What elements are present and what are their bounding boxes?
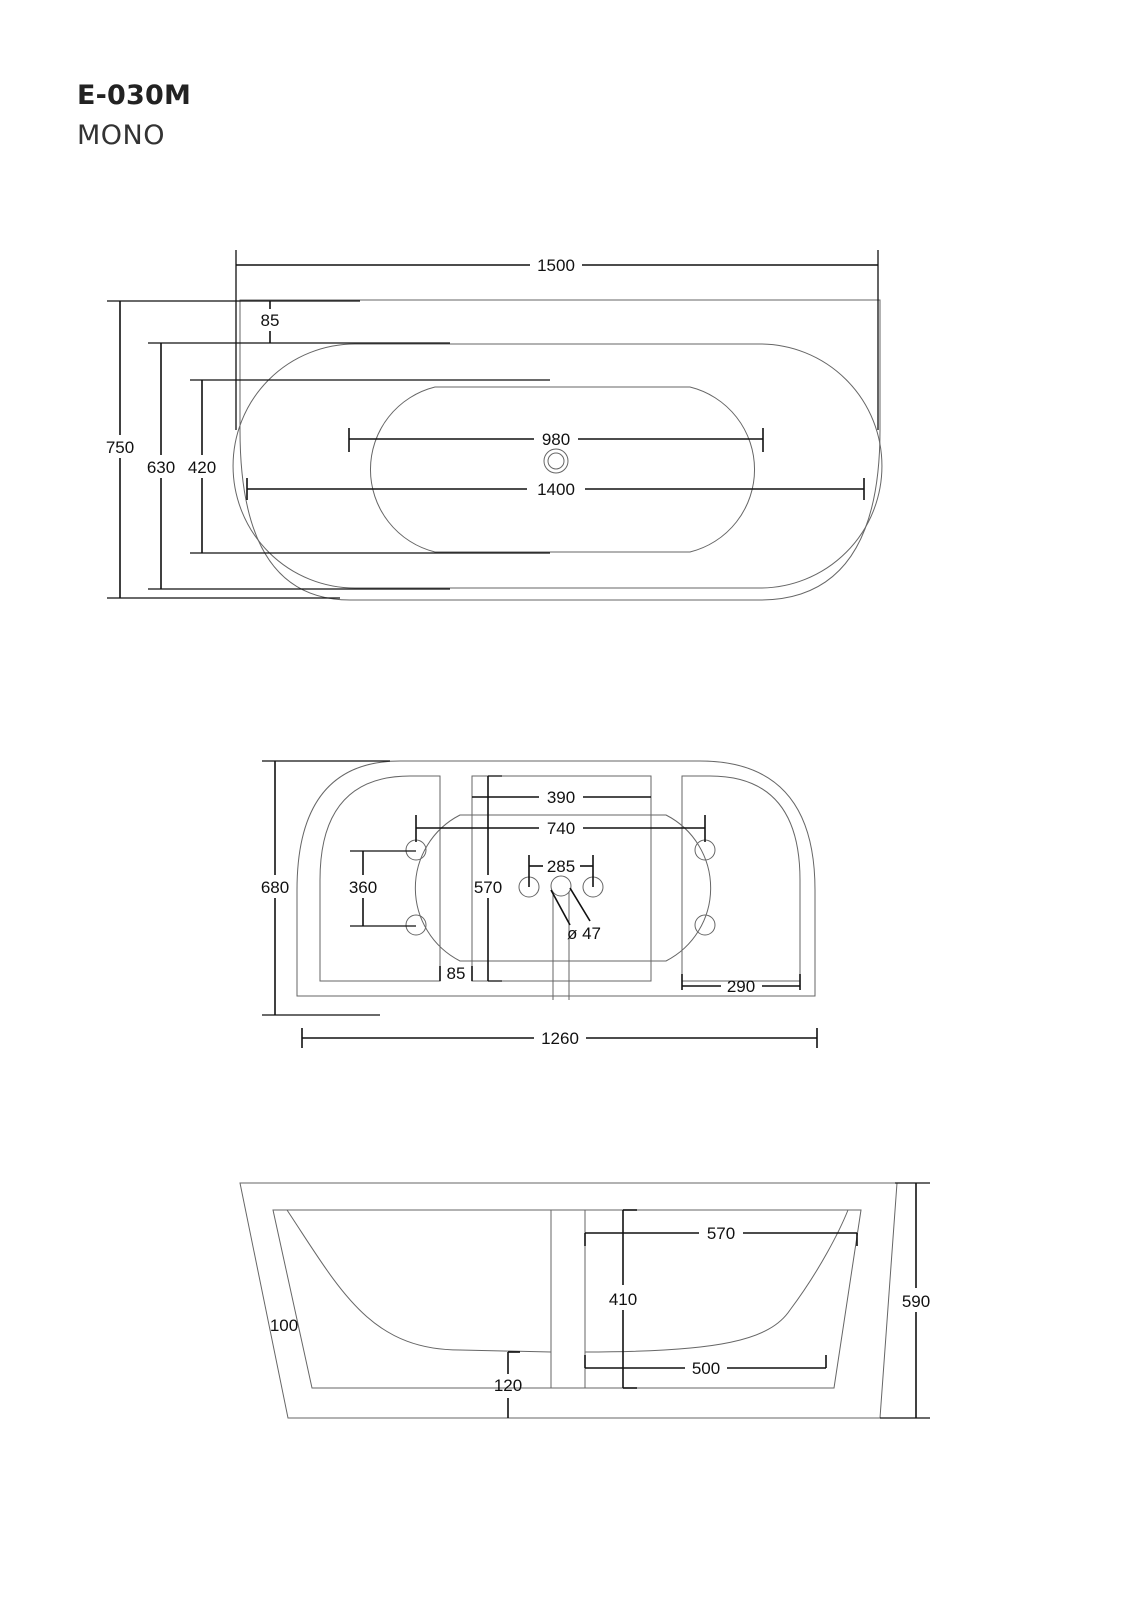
dim-base-height: 680 [261,878,289,897]
dim-foot-span: 740 [547,819,575,838]
dim-center-panel-width: 390 [547,788,575,807]
dim-wall: 100 [270,1316,298,1335]
dim-drain-spacing: 285 [547,857,575,876]
dim-base-length: 1260 [541,1029,579,1048]
dim-rim-width: 85 [261,311,280,330]
dim-center-panel-height: 570 [474,878,502,897]
dim-depth: 410 [609,1290,637,1309]
dim-top-length: 570 [707,1224,735,1243]
top-view: 1500 85 750 630 420 980 [106,250,883,601]
dim-foot-spacing: 360 [349,878,377,897]
dim-overall-height: 590 [902,1292,930,1311]
model-number: E-030M [77,80,192,111]
dim-right-panel-width: 290 [727,977,755,996]
dim-gap: 85 [447,964,466,983]
dim-inner-basin-width: 420 [188,458,216,477]
base-view: 680 360 570 85 390 740 285 [261,760,818,1048]
dim-outer-basin-width: 630 [147,458,175,477]
dim-bottom-length: 500 [692,1359,720,1378]
dim-bottom-thickness: 120 [494,1376,522,1395]
dim-overall-length: 1500 [537,256,575,275]
model-name: MONO [77,120,165,151]
side-view: 100 120 410 570 500 590 [239,1182,930,1419]
dim-outer-basin-length: 1400 [537,480,575,499]
dim-drain-diameter: ø 47 [567,924,601,943]
dim-overall-width: 750 [106,438,134,457]
dim-inner-basin-length: 980 [542,430,570,449]
